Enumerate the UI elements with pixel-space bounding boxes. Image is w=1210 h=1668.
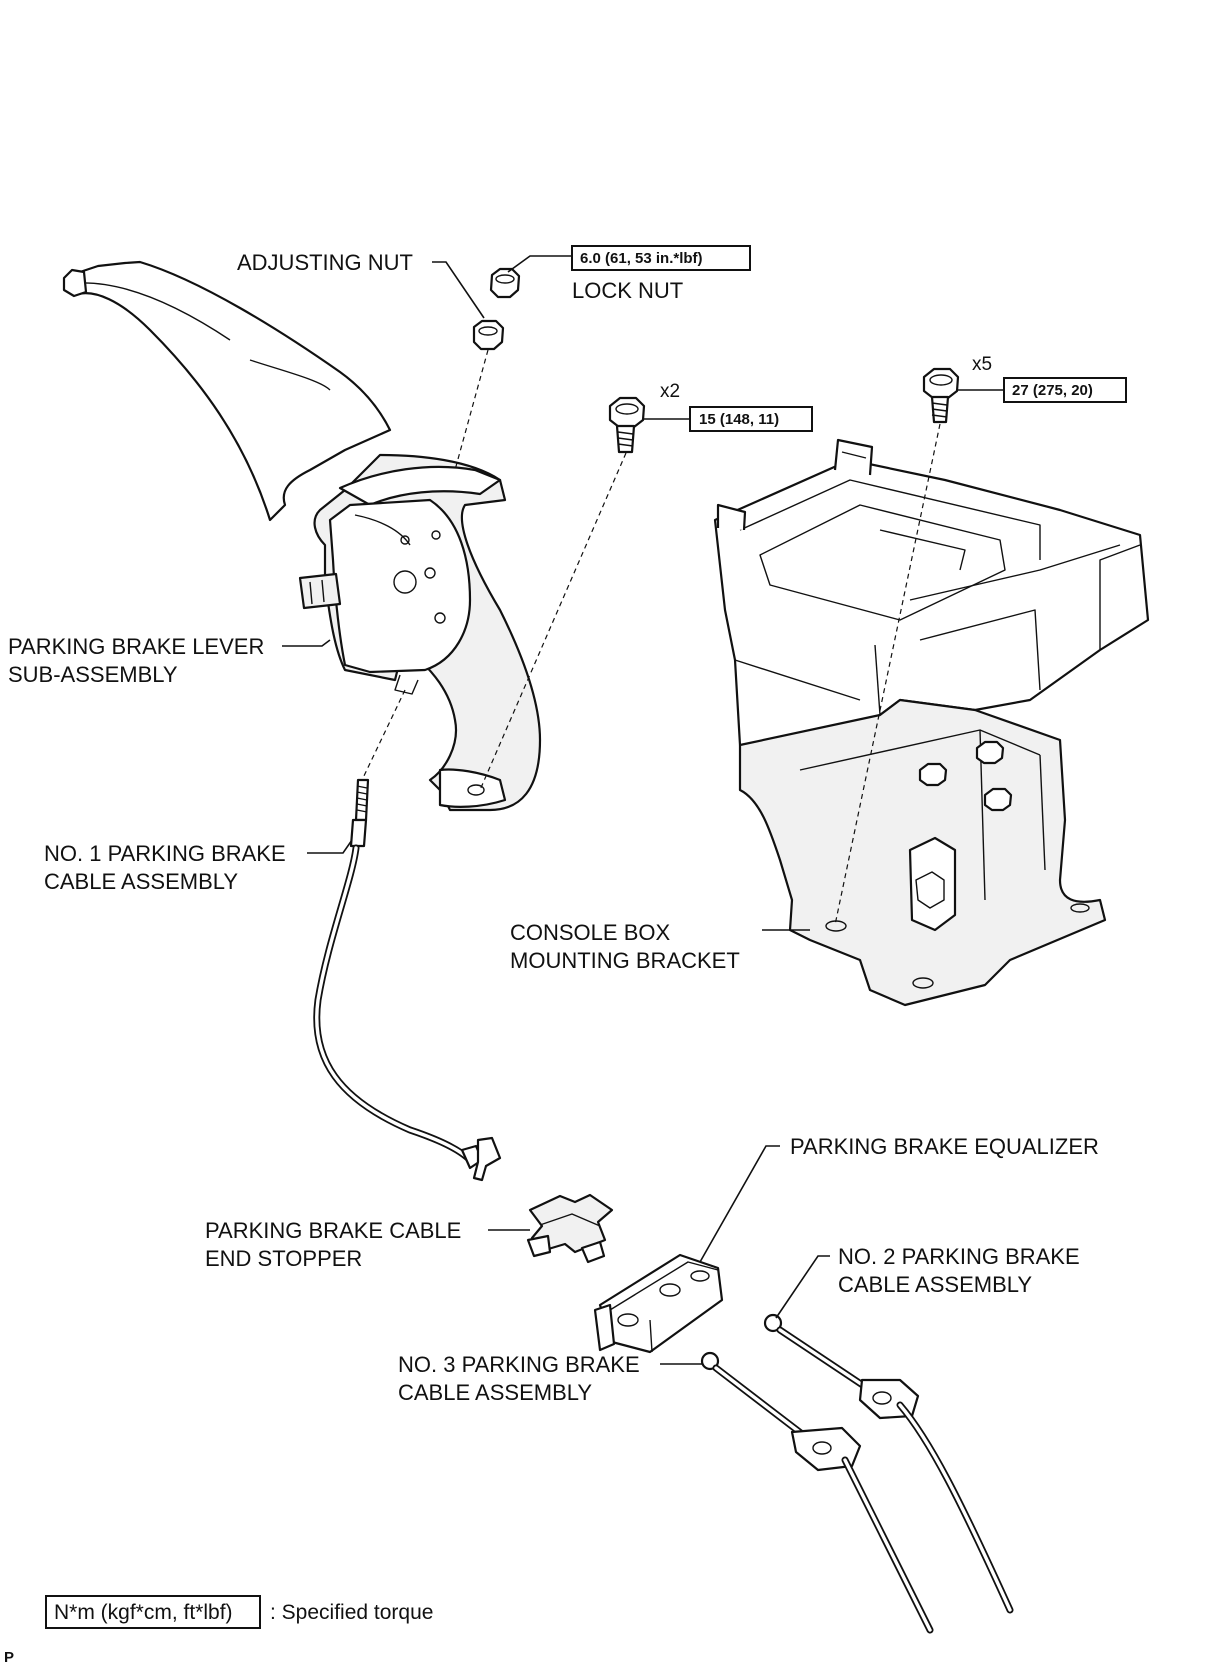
torque-lock-nut-text: 6.0 (61, 53 in.*lbf) xyxy=(580,250,703,267)
torque-spec-bracket-bolt: 27 (275, 20) xyxy=(1003,377,1127,403)
label-adjusting-nut: ADJUSTING NUT xyxy=(237,250,413,275)
label-lever-line1: PARKING BRAKE LEVER xyxy=(8,634,264,659)
end-stopper-drawing xyxy=(526,1193,614,1264)
torque-spec-lock-nut: 6.0 (61, 53 in.*lbf) xyxy=(571,245,751,271)
installed-bolts xyxy=(918,740,1013,812)
parking-brake-lever-drawing xyxy=(62,260,542,812)
lever-bolt-drawing xyxy=(608,396,646,454)
lock-nut-drawing xyxy=(489,267,521,299)
leader-lines xyxy=(282,255,1004,1365)
equalizer-drawing xyxy=(593,1253,724,1354)
page-mark: P xyxy=(4,1649,14,1666)
adjusting-nut-drawing xyxy=(472,319,505,351)
label-no2-line2: CABLE ASSEMBLY xyxy=(838,1272,1032,1297)
label-console-line2: MOUNTING BRACKET xyxy=(510,948,740,973)
label-no2-line1: NO. 2 PARKING BRAKE xyxy=(838,1244,1080,1269)
label-lock-nut: LOCK NUT xyxy=(572,278,683,303)
torque-bracket-bolt-text: 27 (275, 20) xyxy=(1012,382,1093,399)
bracket-bolt-drawing xyxy=(922,367,960,424)
label-console-line1: CONSOLE BOX xyxy=(510,920,670,945)
lever-bolt-quantity: x2 xyxy=(660,381,680,402)
bracket-bolt-quantity: x5 xyxy=(972,354,992,375)
no3-cable-drawing xyxy=(700,1351,934,1634)
no1-cable-drawing xyxy=(313,778,502,1182)
legend-unit: N*m (kgf*cm, ft*lbf) xyxy=(54,1601,233,1624)
label-stopper-line2: END STOPPER xyxy=(205,1246,362,1271)
label-no1-line1: NO. 1 PARKING BRAKE xyxy=(44,841,286,866)
label-no1-line2: CABLE ASSEMBLY xyxy=(44,869,238,894)
legend-text: : Specified torque xyxy=(270,1601,433,1624)
no2-cable-drawing xyxy=(763,1313,1014,1614)
torque-spec-lever-bolt: 15 (148, 11) xyxy=(689,406,813,432)
label-stopper-line1: PARKING BRAKE CABLE xyxy=(205,1218,461,1243)
label-no3-line1: NO. 3 PARKING BRAKE xyxy=(398,1352,640,1377)
console-box-mounting-bracket-drawing xyxy=(713,438,1150,1007)
alignment-lines xyxy=(361,349,941,926)
label-lever-line2: SUB-ASSEMBLY xyxy=(8,662,178,687)
label-equalizer: PARKING BRAKE EQUALIZER xyxy=(790,1134,1099,1159)
torque-legend: N*m (kgf*cm, ft*lbf) : Specified torque xyxy=(45,1595,433,1629)
label-no3-line2: CABLE ASSEMBLY xyxy=(398,1380,592,1405)
torque-lever-bolt-text: 15 (148, 11) xyxy=(699,411,779,428)
